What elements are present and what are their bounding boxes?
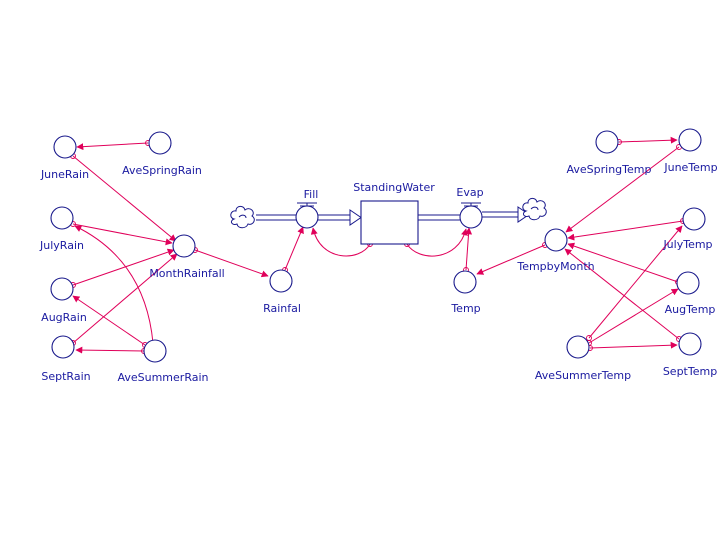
variable-month-rainfall[interactable]: MonthRainfall	[149, 234, 225, 280]
variable-label: AveSummerRain	[117, 371, 208, 384]
variable-label: SeptRain	[41, 370, 90, 383]
connector-augtemp-tempbymonth	[567, 242, 679, 283]
connector-avesummerrain-julyrain	[74, 225, 154, 344]
flow-evap[interactable]: Evap	[456, 186, 484, 229]
variable-june-rain[interactable]: JuneRain	[40, 135, 89, 181]
variable-label: AveSummerTemp	[535, 369, 631, 382]
connector-avesummerrain-septrain	[75, 346, 145, 354]
variable-label: JulyTemp	[662, 238, 712, 251]
connector-septrain-monthrainfall	[72, 253, 178, 344]
connector-avesummertemp-septtemp	[589, 341, 678, 349]
variable-label: AveSpringRain	[122, 164, 202, 177]
flow-fill[interactable]: Fill	[295, 188, 319, 229]
connector-junerain-monthrainfall	[72, 155, 177, 242]
variable-label: Rainfal	[263, 302, 301, 315]
variable-june-temp[interactable]: JuneTemp	[663, 128, 718, 174]
variable-rainfal[interactable]: Rainfal	[263, 269, 301, 315]
variable-tempby-month[interactable]: TempbyMonth	[516, 228, 595, 273]
variable-label: AugTemp	[665, 303, 716, 316]
variable-ave-spring-rain[interactable]: AveSpringRain	[122, 131, 202, 177]
variable-label: JuneRain	[40, 168, 89, 181]
stock-standing-water[interactable]: StandingWater	[353, 181, 435, 245]
connector-tempbymonth-temp	[476, 244, 546, 275]
variable-label: JuneTemp	[663, 161, 717, 174]
variable-label: MonthRainfall	[149, 267, 224, 280]
connector-avespringtemp-junetemp	[618, 136, 678, 144]
variable-label: AveSpringTemp	[567, 163, 652, 176]
connector-monthrainfall-rainfal	[194, 249, 269, 278]
flow-label: Evap	[456, 186, 483, 199]
variable-sept-rain[interactable]: SeptRain	[41, 335, 91, 383]
fill-flow-arrowhead	[349, 209, 362, 226]
variable-label: SeptTemp	[663, 365, 717, 378]
variable-label: AugRain	[41, 311, 87, 324]
connector-avesummertemp-julytemp	[588, 225, 683, 339]
variable-label: JulyRain	[39, 239, 84, 252]
flow-pipes	[256, 206, 530, 226]
connector-temp-evap	[465, 227, 473, 271]
flow-label: Fill	[304, 188, 319, 201]
variable-ave-summer-rain[interactable]: AveSummerRain	[117, 339, 209, 384]
stock-label: StandingWater	[353, 181, 435, 194]
connector-junetemp-tempbymonth	[565, 146, 680, 233]
connector-septtemp-tempbymonth	[564, 248, 680, 340]
variable-temp[interactable]: Temp	[450, 270, 481, 315]
connector-rainfal-fill	[284, 226, 304, 271]
connector-standingwater-fill	[310, 227, 371, 257]
connector-avesummertemp-augtemp	[588, 288, 679, 344]
variable-july-temp[interactable]: JulyTemp	[662, 207, 713, 251]
connector-standingwater-evap	[406, 228, 468, 257]
connector-avesummerrain-augrain	[72, 295, 146, 346]
variable-ave-summer-temp[interactable]: AveSummerTemp	[535, 335, 631, 382]
cloud-icon	[522, 197, 547, 221]
connector-augrain-monthrainfall	[72, 248, 175, 286]
variable-ave-spring-temp[interactable]: AveSpringTemp	[567, 130, 652, 176]
valve-icon	[295, 202, 319, 229]
variable-july-rain[interactable]: JulyRain	[39, 206, 84, 252]
connector-julyrain-monthrainfall	[72, 223, 173, 246]
evap-flow-arrowhead	[517, 206, 530, 223]
valve-icon	[459, 202, 483, 229]
cloud-icon	[230, 205, 255, 229]
connector-julytemp-tempbymonth	[567, 220, 684, 241]
variable-aug-rain[interactable]: AugRain	[41, 277, 87, 324]
variable-aug-temp[interactable]: AugTemp	[665, 271, 716, 316]
connector-avespringrain-junerain	[76, 142, 149, 151]
variable-label: Temp	[450, 302, 480, 315]
connectors	[70, 136, 686, 354]
variable-label: TempbyMonth	[516, 260, 594, 273]
variable-sept-temp[interactable]: SeptTemp	[663, 332, 717, 378]
